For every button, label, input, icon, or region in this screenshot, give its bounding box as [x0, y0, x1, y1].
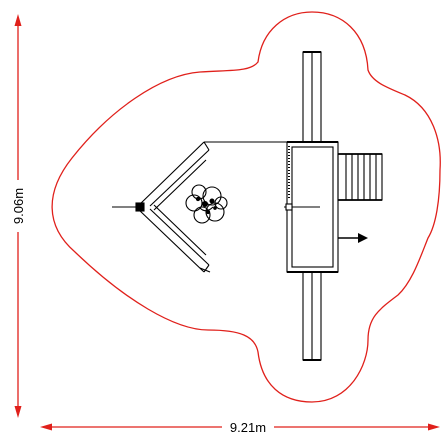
platform-tower: [284, 141, 339, 273]
arrowhead-down: [14, 406, 22, 418]
lower-diagonal-panel: [137, 204, 211, 273]
height-label: 9.06m: [11, 188, 26, 224]
top-beam: [302, 51, 322, 143]
face-panel-icon: [185, 184, 228, 224]
arrowhead-left: [40, 423, 52, 431]
width-label: 9.21m: [230, 420, 266, 435]
arrowhead-right: [428, 423, 440, 431]
play-equipment: [112, 51, 383, 361]
ladder-steps: [337, 153, 383, 201]
bottom-beam: [302, 271, 322, 361]
arrow-right-icon: [338, 233, 368, 243]
height-dimension: 9.06m: [9, 14, 27, 418]
apex-joint: [112, 202, 145, 212]
width-dimension: 9.21m: [40, 418, 440, 436]
upper-diagonal-panel: [137, 141, 210, 211]
arrowhead-up: [14, 14, 22, 26]
safety-zone-outline: [51, 11, 441, 403]
